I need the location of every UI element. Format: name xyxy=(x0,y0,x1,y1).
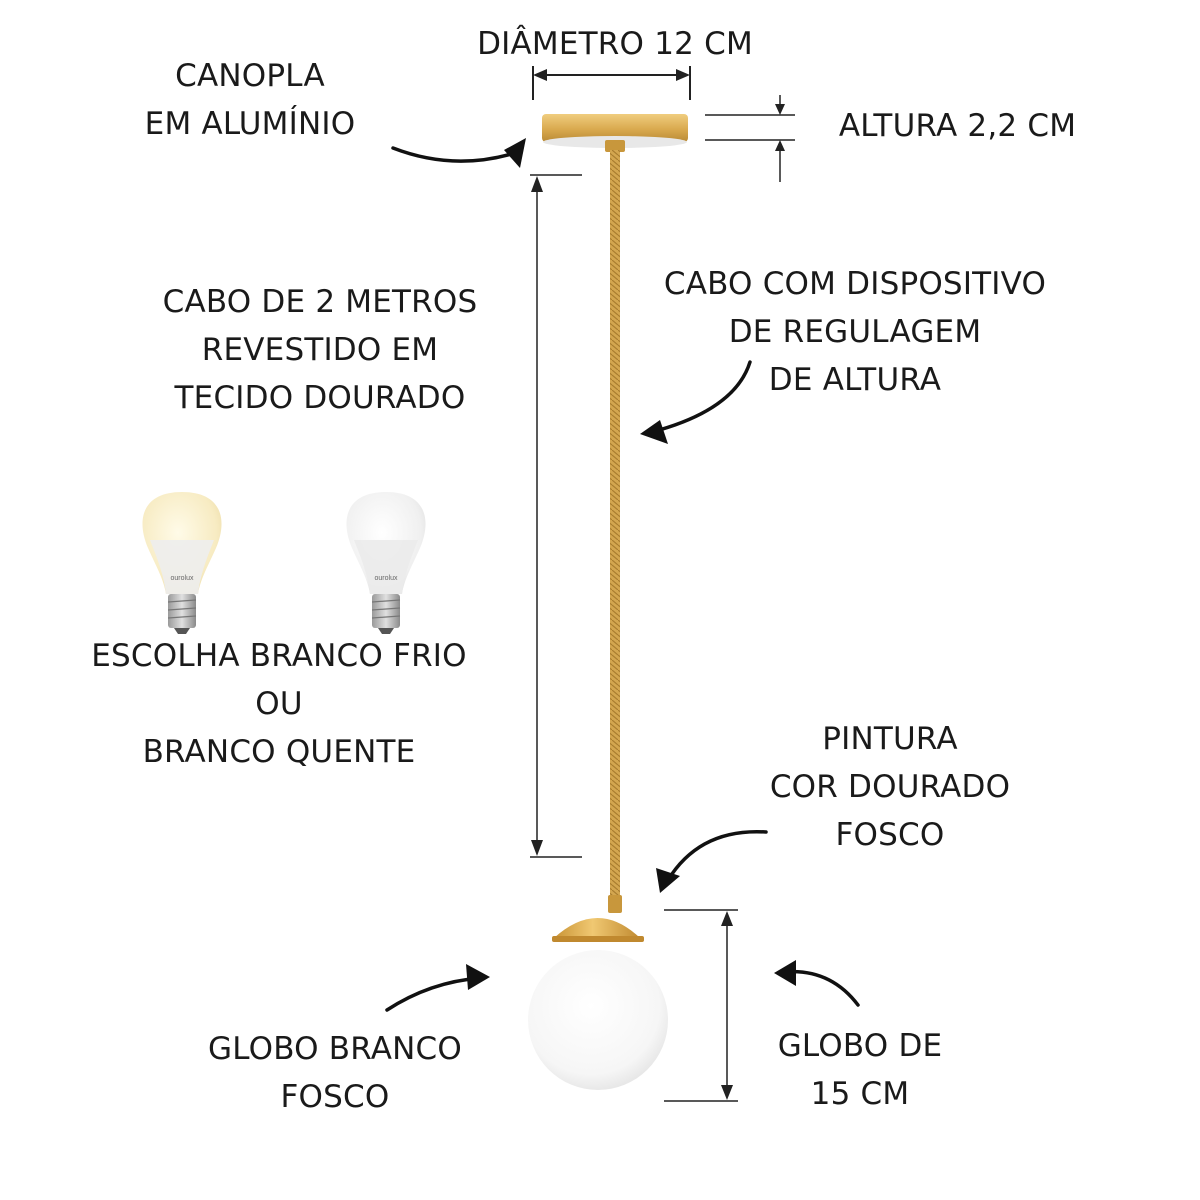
cable xyxy=(608,150,622,913)
bulb-brand-logo: ourolux xyxy=(171,575,194,582)
diameter-label: DIÂMETRO 12 CM xyxy=(477,26,753,62)
cool-white-bulb: ourolux xyxy=(346,492,426,634)
canopy xyxy=(542,114,688,152)
canopla-label: CANOPLA EM ALUMÍNIO xyxy=(144,58,356,142)
escolha-label: ESCOLHA BRANCO FRIO OU BRANCO QUENTE xyxy=(91,638,467,770)
globe-pendant xyxy=(528,918,668,1090)
altura-label: ALTURA 2,2 CM xyxy=(838,108,1077,144)
arrow-cabo-regulagem xyxy=(640,360,752,444)
warm-white-bulb: ourolux xyxy=(142,492,222,634)
height-dimension xyxy=(705,95,795,182)
globe-dimension xyxy=(664,909,738,1102)
pintura-label: PINTURA COR DOURADO FOSCO xyxy=(769,721,1011,853)
cabo-regulagem-label: CABO COM DISPOSITIVO DE REGULAGEM DE ALT… xyxy=(663,266,1047,398)
cable-length-dimension xyxy=(530,174,582,858)
diameter-dimension xyxy=(532,66,691,100)
arrow-globo-branco xyxy=(385,964,490,1012)
bulb-brand-logo: ourolux xyxy=(375,575,398,582)
globo-medida-label: GLOBO DE 15 CM xyxy=(777,1028,943,1112)
arrow-pintura xyxy=(656,829,768,893)
cabo-2m-label: CABO DE 2 METROS REVESTIDO EM TECIDO DOU… xyxy=(162,284,478,416)
globo-branco-label: GLOBO BRANCO FOSCO xyxy=(208,1031,462,1115)
arrow-canopla xyxy=(391,138,526,168)
arrow-globo-medida xyxy=(774,960,860,1007)
